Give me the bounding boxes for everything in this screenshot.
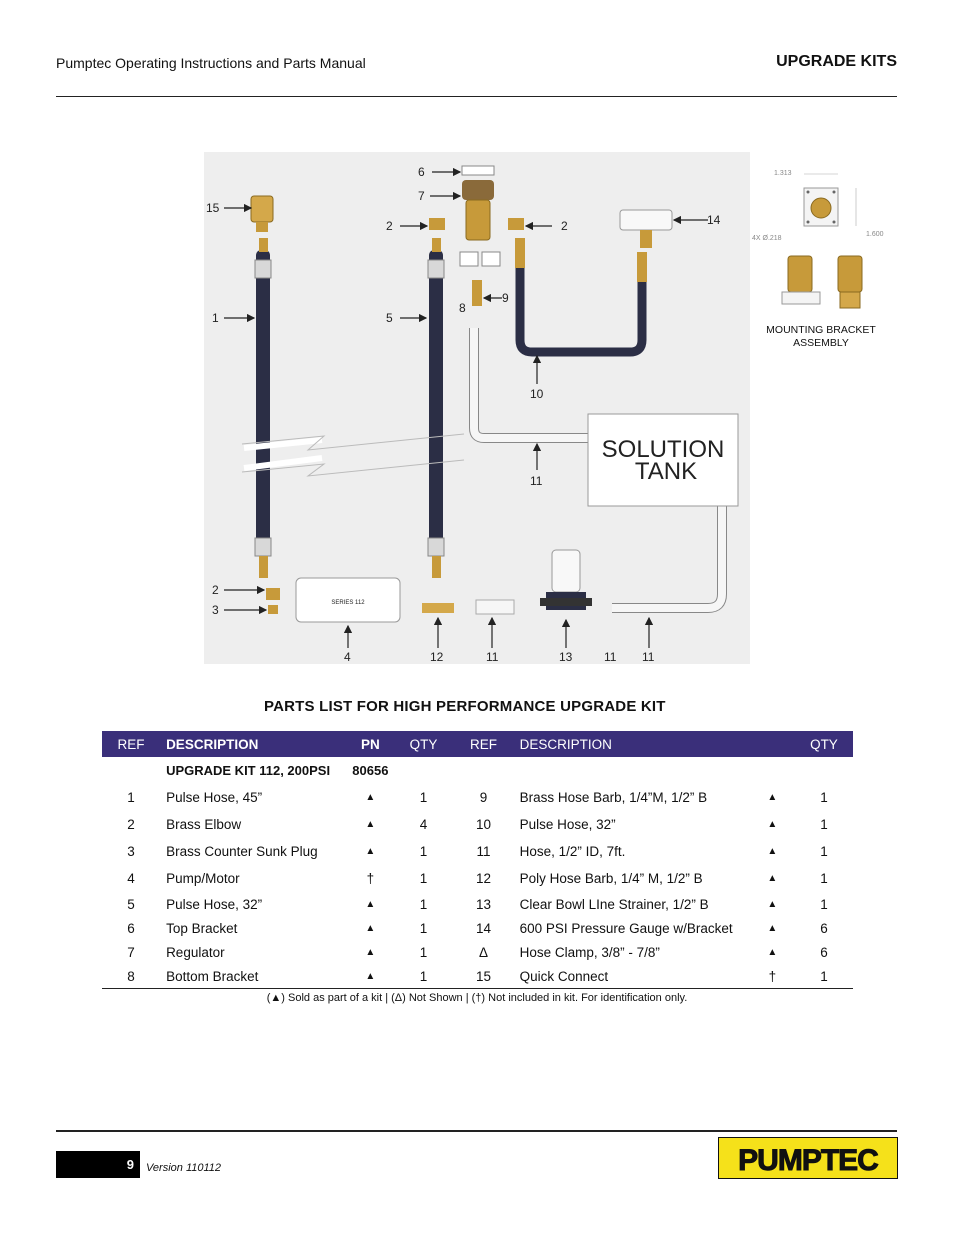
svg-text:4: 4 [344,650,351,664]
solution-tank [587,413,739,507]
mounting-bracket-detail: 1.313 1.600 4X Ø.218 [752,170,884,309]
hose-5 [429,250,443,548]
table-row: 3 Brass Counter Sunk Plug ▲ 1 11 Hose, 1… [127,844,828,859]
col-ref-2: REF [458,731,509,757]
svg-text:PUMPTEC: PUMPTEC [738,1144,878,1177]
table-row: 6 Top Bracket ▲ 1 14 600 PSI Pressure Ga… [127,920,828,936]
parts-table: REF DESCRIPTION PN QTY REF DESCRIPTION Q… [102,731,853,989]
svg-text:12: 12 [430,650,444,664]
col-ref: REF [102,731,161,757]
kit-row: UPGRADE KIT 112, 200PSI 80656 [102,757,853,784]
version-label: Version 110112 [146,1162,222,1174]
hose-1 [256,250,270,548]
svg-text:6: 6 [418,165,425,179]
svg-text:10: 10 [530,387,544,401]
pumptec-logo: PUMPTEC [718,1137,898,1179]
svg-text:2: 2 [386,219,393,233]
svg-text:11: 11 [530,474,543,488]
header-divider [56,96,897,97]
svg-text:3: 3 [212,603,219,617]
col-description: DESCRIPTION [160,731,353,757]
kit-name: UPGRADE KIT 112, 200PSI [166,763,331,778]
tank-label-1: SOLUTION [602,436,725,463]
svg-text:9: 9 [502,291,509,305]
footer-divider [56,1130,897,1132]
svg-text:SERIES 112: SERIES 112 [331,600,365,606]
table-row: 7 Regulator ▲ 1 Δ Hose Clamp, 3/8” - 7/8… [127,944,828,960]
svg-text:11: 11 [486,650,499,664]
svg-text:7: 7 [418,189,425,203]
col-description-2: DESCRIPTION [508,731,750,757]
svg-text:14: 14 [707,213,721,227]
table-header-row: REF DESCRIPTION PN QTY REF DESCRIPTION Q… [102,731,853,757]
parts-diagram: SOLUTION TANK SERIES 112 [204,152,750,664]
table-row: 4 Pump/Motor † 1 12 Poly Hose Barb, 1/4”… [127,871,828,886]
manual-title: Pumptec Operating Instructions and Parts… [56,55,366,71]
svg-text:13: 13 [559,650,573,664]
table-row: 8 Bottom Bracket ▲ 1 15 Quick Connect † … [102,964,853,989]
page-number: 9 [56,1151,140,1178]
col-pn: PN [352,731,389,757]
table-row: 5 Pulse Hose, 32” ▲ 1 13 Clear Bowl LIne… [127,896,828,912]
mounting-bracket-caption: MOUNTING BRACKET ASSEMBLY [766,324,876,349]
section-title: UPGRADE KITS [776,53,897,70]
svg-text:8: 8 [459,301,466,315]
svg-text:2: 2 [561,219,568,233]
table-row: 2 Brass Elbow ▲ 4 10 Pulse Hose, 32” ▲ 1 [127,817,828,832]
svg-text:15: 15 [206,201,220,215]
svg-text:5: 5 [386,311,393,325]
col-qty: QTY [388,731,459,757]
svg-text:1.600: 1.600 [866,231,884,238]
tank-label-2: TANK [635,458,697,485]
col-qty-2: QTY [794,731,853,757]
svg-text:1.313: 1.313 [774,170,792,177]
svg-text:1: 1 [212,311,219,325]
kit-pn: 80656 [352,763,389,778]
parts-list-title: PARTS LIST FOR HIGH PERFORMANCE UPGRADE … [264,698,666,715]
svg-text:11: 11 [604,650,617,664]
svg-text:4X Ø.218: 4X Ø.218 [752,235,782,242]
pump-motor [295,577,401,623]
svg-text:11: 11 [642,650,655,664]
svg-text:2: 2 [212,583,219,597]
table-legend: (▲) Sold as part of a kit | (Δ) Not Show… [266,992,688,1004]
table-row: 1 Pulse Hose, 45” ▲ 1 9 Brass Hose Barb,… [127,790,828,805]
